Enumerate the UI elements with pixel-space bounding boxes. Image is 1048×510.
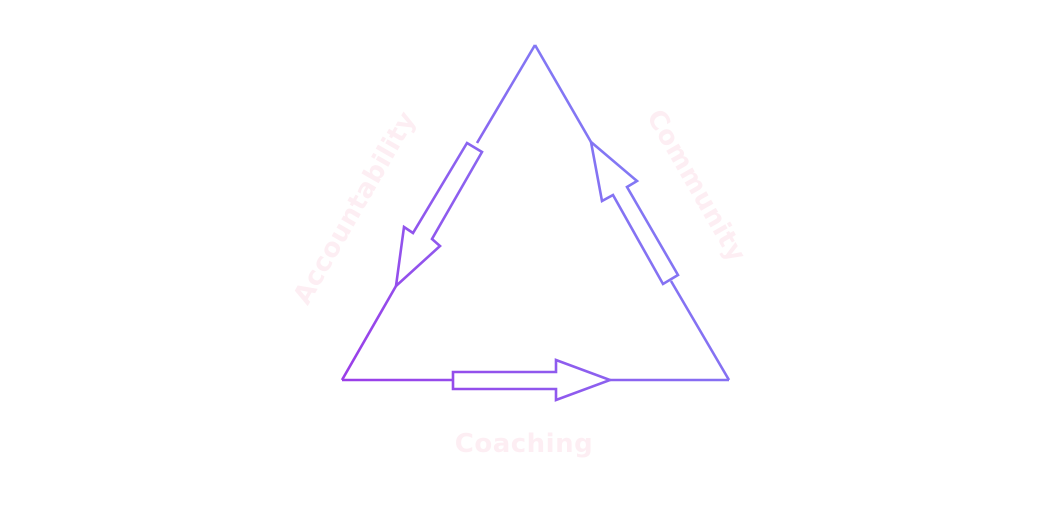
triangle-edge-right-lower (669, 280, 731, 381)
label-community: Community (640, 104, 751, 267)
community-arrow (589, 138, 680, 286)
triangle-edge-right-upper (533, 44, 593, 143)
accountability-arrow (394, 141, 484, 290)
coaching-arrow (451, 358, 614, 402)
label-coaching: Coaching (455, 429, 593, 459)
triangle-edge-left-lower (340, 285, 398, 381)
triangle-edge-left-upper (475, 44, 537, 144)
